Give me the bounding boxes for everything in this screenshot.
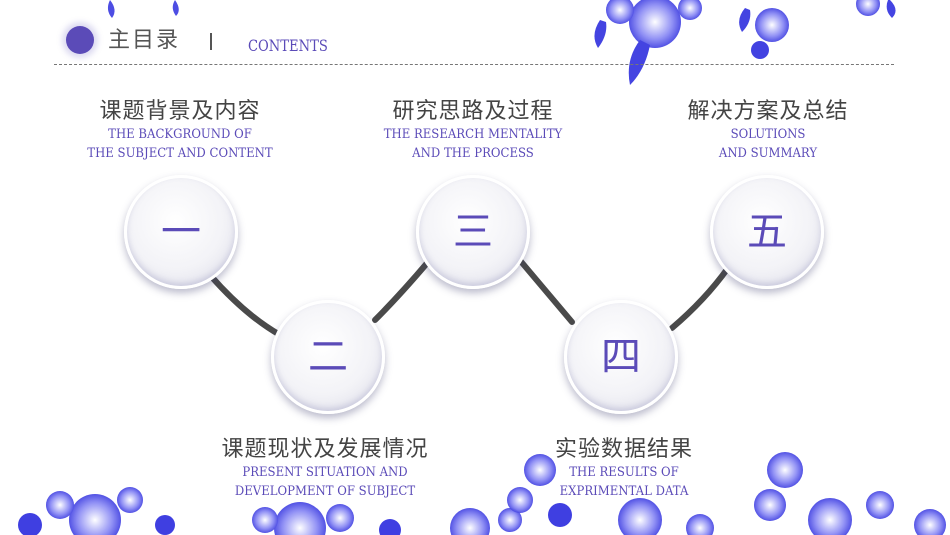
section-circle-4[interactable]: 四 [564, 300, 678, 414]
section-label-1[interactable]: 课题背景及内容 THE BACKGROUND OF THE SUBJECT AN… [50, 99, 310, 163]
header-dashed-rule [54, 64, 894, 65]
numeral-1: 一 [161, 209, 201, 255]
top-flower-3 [856, 0, 896, 18]
page-subtitle: CONTENTS [248, 36, 328, 55]
numeral-5: 五 [747, 209, 787, 255]
section-label-5[interactable]: 解决方案及总结 SOLUTIONS AND SUMMARY [638, 99, 898, 163]
connector-line [207, 272, 283, 338]
numeral-3: 三 [453, 209, 493, 255]
page-title: 主目录 [108, 28, 181, 53]
section-en-2b: DEVELOPMENT OF SUBJECT [234, 484, 416, 499]
top-flower-1 [594, 0, 702, 85]
numeral-2: 二 [308, 334, 348, 380]
section-en-1b: THE SUBJECT AND CONTENT [87, 146, 273, 161]
section-en-5a: SOLUTIONS [730, 127, 806, 142]
top-left-sprig [107, 0, 179, 18]
header-divider [210, 33, 212, 50]
section-label-3[interactable]: 研究思路及过程 THE RESEARCH MENTALITY AND THE P… [343, 99, 603, 163]
top-flower-2 [739, 8, 789, 59]
section-circle-3[interactable]: 三 [416, 175, 530, 289]
section-en-3b: AND THE PROCESS [412, 146, 534, 161]
header-bullet-dot [66, 26, 94, 54]
section-circle-1[interactable]: 一 [124, 175, 238, 289]
section-label-2[interactable]: 课题现状及发展情况 PRESENT SITUATION AND DEVELOPM… [195, 437, 455, 501]
bottom-flower-left [18, 487, 175, 535]
section-title-5: 解决方案及总结 [687, 99, 849, 124]
section-en-3a: THE RESEARCH MENTALITY [383, 127, 563, 142]
bottom-flower-mid-right [507, 454, 714, 535]
section-en-4a: THE RESULTS OF [569, 465, 679, 480]
section-en-1a: THE BACKGROUND OF [108, 127, 252, 142]
section-title-3: 研究思路及过程 [392, 99, 554, 124]
section-en-5b: AND SUMMARY [718, 146, 818, 161]
section-title-1: 课题背景及内容 [99, 99, 261, 124]
bottom-flower-center [450, 508, 522, 535]
section-en-4b: EXPRIMENTAL DATA [559, 484, 689, 499]
section-label-4[interactable]: 实验数据结果 THE RESULTS OF EXPRIMENTAL DATA [494, 437, 754, 501]
bottom-flower-right [754, 452, 946, 535]
section-title-2: 课题现状及发展情况 [221, 437, 429, 462]
numeral-4: 四 [601, 334, 641, 380]
section-title-4: 实验数据结果 [554, 437, 693, 462]
bottom-flower-mid-left [252, 502, 401, 535]
section-circle-5[interactable]: 五 [710, 175, 824, 289]
section-circle-2[interactable]: 二 [271, 300, 385, 414]
section-en-2a: PRESENT SITUATION AND [242, 465, 408, 480]
